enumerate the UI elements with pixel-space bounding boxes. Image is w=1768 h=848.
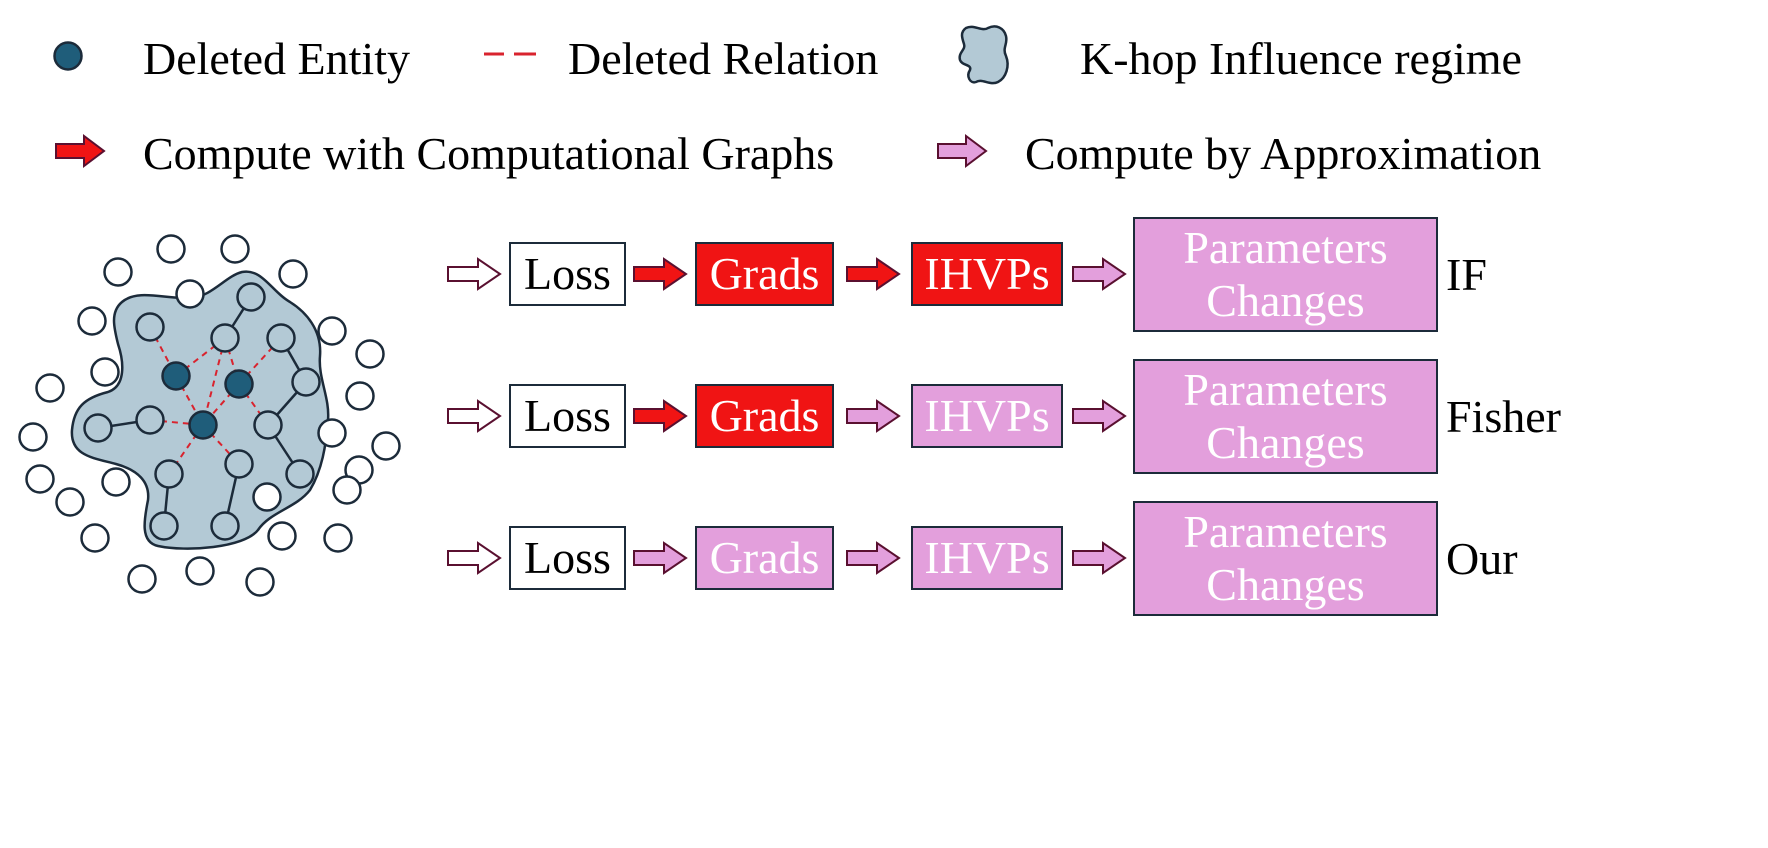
grads-to-ihvps-arrow: [846, 399, 901, 433]
input-arrow: [447, 257, 502, 291]
deleted-entity-icon: [53, 41, 83, 71]
legend-deleted-relation: Deleted Relation: [568, 33, 879, 84]
loss-box: Loss: [509, 242, 626, 306]
changes-label: Changes: [1206, 558, 1365, 610]
grads-box: Grads: [695, 384, 834, 448]
ihvps-to-params-arrow: [1072, 541, 1127, 575]
input-arrow: [447, 541, 502, 575]
changes-label: Changes: [1206, 416, 1365, 468]
changes-label: Changes: [1206, 274, 1365, 326]
method-label: IF: [1446, 249, 1487, 300]
influence-regime-icon: [958, 25, 1009, 85]
influence-region: [70, 270, 330, 550]
computational-arrow-icon: [55, 134, 106, 168]
parameters-label: Parameters: [1183, 221, 1388, 273]
ihvps-box: IHVPs: [911, 384, 1063, 448]
ihvps-to-params-arrow: [1072, 399, 1127, 433]
grads-to-ihvps-arrow: [846, 541, 901, 575]
legend-compute-approx: Compute by Approximation: [1025, 128, 1542, 179]
grads-to-ihvps-arrow: [846, 257, 901, 291]
ihvps-box: IHVPs: [911, 242, 1063, 306]
legend-influence-regime: K-hop Influence regime: [1080, 33, 1522, 84]
outer-nodes: [18, 234, 401, 597]
loss-to-grads-arrow: [633, 399, 688, 433]
grads-box: Grads: [695, 242, 834, 306]
loss-to-grads-arrow: [633, 257, 688, 291]
loss-to-grads-arrow: [633, 541, 688, 575]
method-label: Our: [1446, 533, 1518, 584]
legend-compute-graphs: Compute with Computational Graphs: [143, 128, 835, 179]
loss-box: Loss: [509, 526, 626, 590]
deleted-relation-icon: [484, 52, 536, 56]
grads-box: Grads: [695, 526, 834, 590]
parameters-label: Parameters: [1183, 505, 1388, 557]
input-arrow: [447, 399, 502, 433]
ihvps-to-params-arrow: [1072, 257, 1127, 291]
deleted-entities: [161, 361, 254, 440]
k-hop-graph-illustration: [18, 234, 401, 597]
approximation-arrow-icon: [937, 134, 988, 168]
inner-nodes: [83, 282, 321, 541]
ihvps-box: IHVPs: [911, 526, 1063, 590]
loss-box: Loss: [509, 384, 626, 448]
parameters-label: Parameters: [1183, 363, 1388, 415]
method-label: Fisher: [1446, 391, 1561, 442]
legend-deleted-entity: Deleted Entity: [143, 33, 410, 84]
